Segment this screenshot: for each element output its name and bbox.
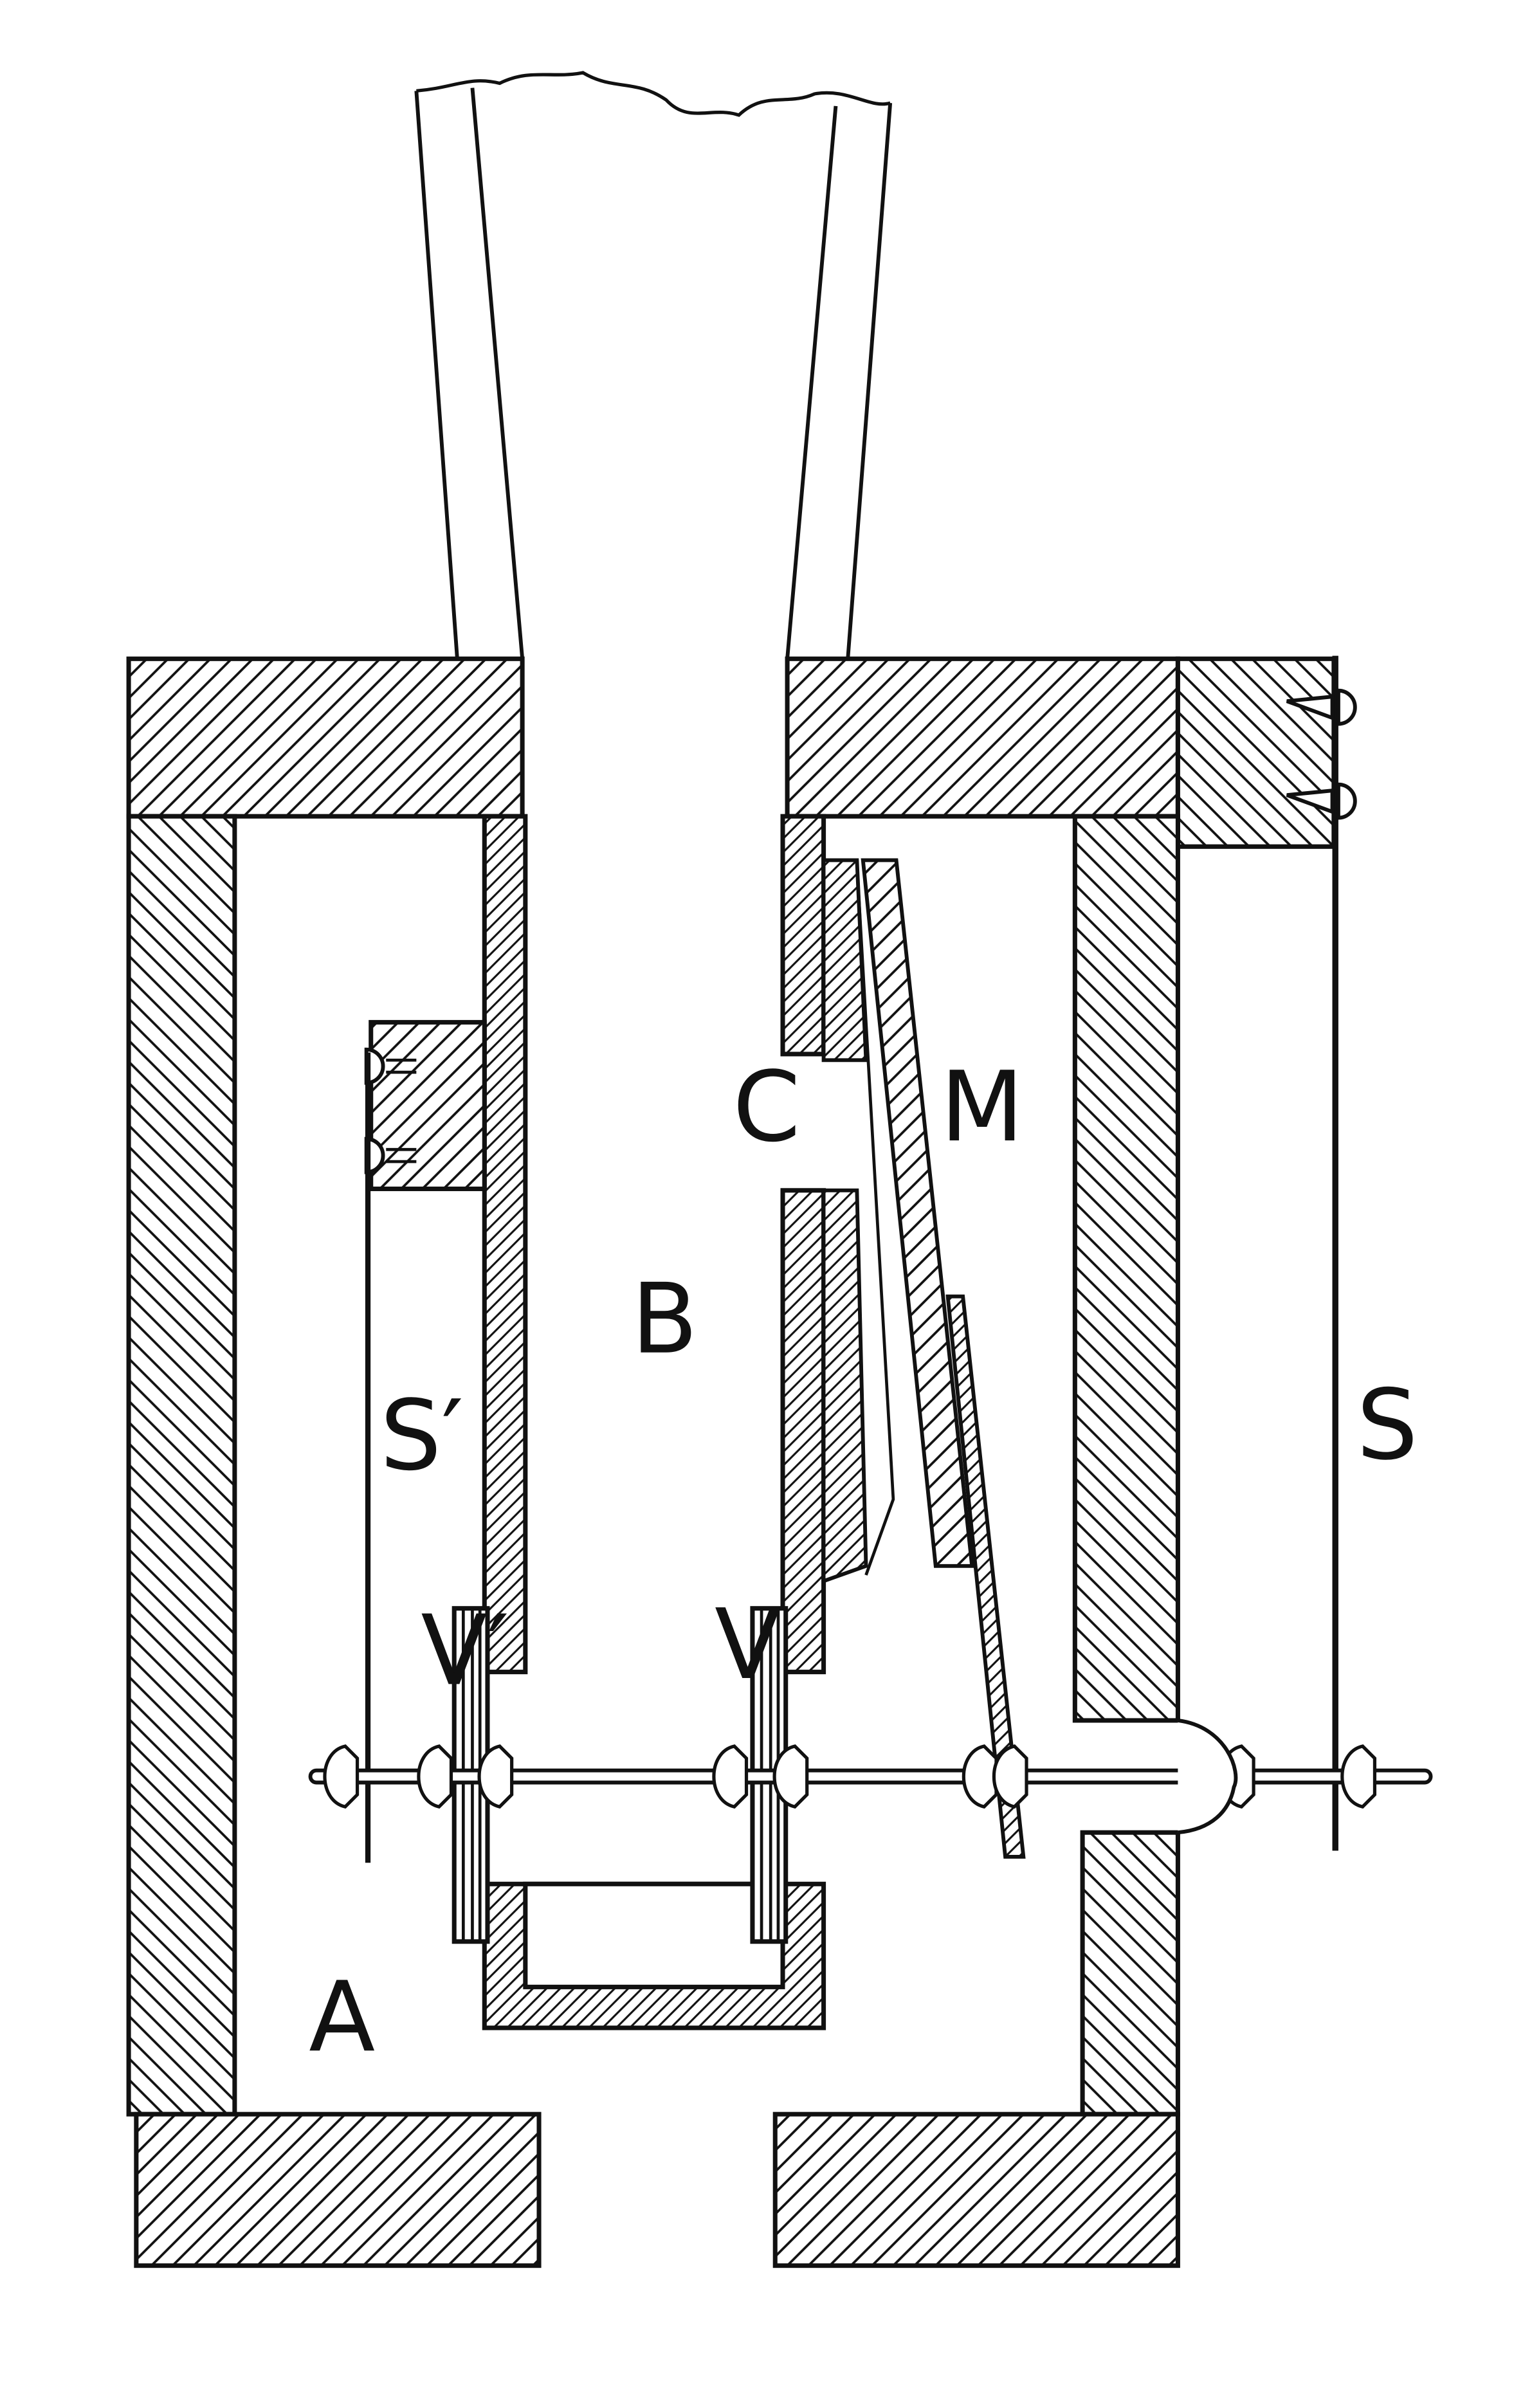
inner-wall-right-lower — [780, 1188, 826, 1675]
mouth-slot-lines — [855, 863, 895, 1576]
inner-cup-opening — [523, 1881, 785, 1989]
pipe-body — [414, 71, 893, 659]
wing-nut-icon — [712, 1744, 749, 1809]
label-m: M — [940, 1050, 1024, 1163]
screw-icons-right — [1286, 688, 1357, 820]
label-b: B — [632, 1263, 698, 1376]
outer-wall-right-upper — [1072, 814, 1180, 1723]
outer-wall-right-lower — [1080, 1830, 1180, 2117]
rod-bushing — [1178, 1719, 1238, 1835]
bottom-plate-left — [134, 2112, 542, 2268]
outer-wall-left — [126, 814, 237, 2117]
bracket-block-left — [369, 1019, 487, 1191]
languid-block-lower — [821, 1188, 868, 1584]
inner-wall-left — [482, 814, 528, 1675]
tongue-strip — [945, 1294, 1026, 1859]
wing-nut-icon — [417, 1744, 453, 1809]
wing-nut-icon — [323, 1744, 360, 1809]
wing-nut-icon — [772, 1744, 809, 1809]
languid-block-upper — [821, 858, 868, 1063]
top-plate-left — [126, 656, 525, 819]
label-s-prime: S′ — [380, 1379, 464, 1492]
wing-nut-icon — [1340, 1744, 1377, 1809]
wing-nut-icon — [962, 1744, 998, 1809]
label-v: V — [715, 1588, 781, 1701]
bottom-plate-right — [772, 2112, 1180, 2268]
inner-wall-right-upper — [780, 814, 826, 1057]
label-v-prime: V′ — [421, 1594, 509, 1707]
top-plate-right-block — [1175, 656, 1336, 849]
label-c: C — [733, 1050, 800, 1163]
label-s: S — [1356, 1369, 1418, 1482]
label-a: A — [309, 1960, 375, 2074]
wing-nut-icon — [477, 1744, 514, 1809]
horizontal-rod — [308, 1768, 1433, 1785]
top-plate-right — [785, 656, 1180, 819]
wing-nut-icon — [992, 1744, 1028, 1809]
mouth-reed-m — [861, 858, 974, 1568]
